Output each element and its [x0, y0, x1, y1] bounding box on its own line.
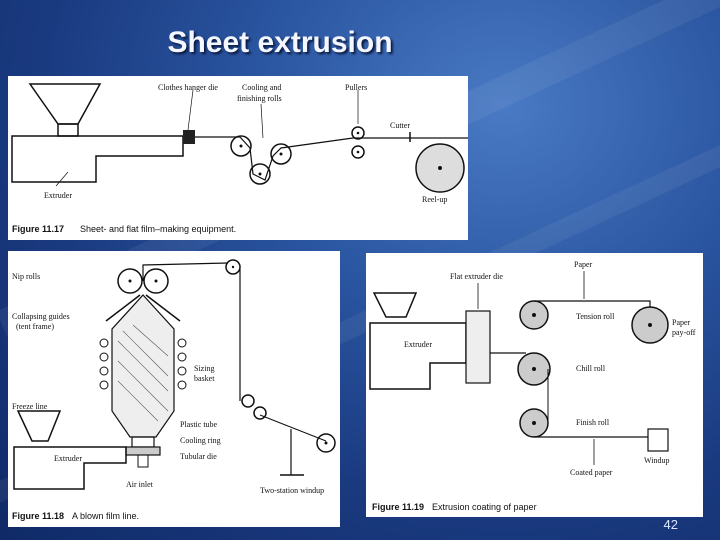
cooling-ring: [131, 436, 155, 448]
label-sizing-1: Sizing: [194, 364, 214, 373]
roll-center: [258, 172, 262, 176]
sizing-roll: [99, 366, 109, 376]
cooling-roll: [270, 143, 292, 165]
windup-arm: [259, 414, 327, 442]
air-inlet-pipe: [137, 454, 149, 468]
label-paper: Paper: [574, 260, 593, 269]
label-windup: Windup: [644, 456, 669, 465]
die-block: [183, 130, 195, 144]
roll-center: [356, 131, 360, 135]
caption-figure-number: Figure 11.19: [372, 502, 424, 512]
label-extruder: Extruder: [404, 340, 432, 349]
idler-roll: [225, 259, 241, 275]
label-reel-up: Reel-up: [422, 195, 447, 204]
label-cooling-rolls-1: Cooling and: [242, 83, 281, 92]
label-sizing-2: basket: [194, 374, 215, 383]
cooling-roll: [230, 135, 252, 157]
puller-roll: [351, 145, 365, 159]
label-plastic-tube: Plastic tube: [180, 420, 218, 429]
roll-center: [231, 265, 235, 269]
roll-center: [239, 144, 243, 148]
collapsing-guide: [145, 294, 181, 322]
nip-roll: [143, 268, 169, 294]
sheet-path: [239, 136, 468, 181]
label-tubular-die: Tubular die: [180, 452, 217, 461]
roll-center: [438, 166, 442, 170]
film-path: [142, 262, 229, 281]
label-extruder: Extruder: [54, 454, 82, 463]
roll-center: [128, 279, 132, 283]
roll-center: [532, 367, 536, 371]
bubble-hatch: [117, 324, 169, 422]
label-finish-roll: Finish roll: [576, 418, 610, 427]
label-two-station-windup: Two-station windup: [260, 486, 324, 495]
label-tension-roll: Tension roll: [576, 312, 615, 321]
roll-center: [356, 150, 360, 154]
flat-extruder-die: [465, 310, 491, 384]
leader-line: [187, 89, 194, 131]
sizing-roll: [177, 366, 187, 376]
sizing-roll: [177, 380, 187, 390]
hopper-shape: [28, 83, 102, 125]
caption-text: Extrusion coating of paper: [432, 502, 537, 512]
figure-11-18: Nip rolls Collapsing guides (tent frame)…: [8, 251, 340, 527]
puller-roll: [351, 126, 365, 140]
label-pullers: Pullers: [345, 83, 367, 92]
hopper-shape: [16, 410, 62, 442]
leader-line: [260, 103, 264, 139]
label-clothes-hanger-die: Clothes hanger die: [158, 83, 218, 92]
label-collapsing-guides-1: Collapsing guides: [12, 312, 70, 321]
label-collapsing-guides-2: (tent frame): [16, 322, 54, 331]
roll-center: [279, 152, 283, 156]
collapsing-guide: [105, 294, 141, 322]
label-coated-paper: Coated paper: [570, 468, 613, 477]
hopper-shape: [372, 292, 418, 318]
label-nip-rolls: Nip rolls: [12, 272, 40, 281]
caption-figure-number: Figure 11.17: [12, 224, 64, 234]
extruder-body: [13, 446, 127, 490]
label-paper-payoff-1: Paper: [672, 318, 691, 327]
extruder-body: [369, 322, 467, 390]
label-cutter: Cutter: [390, 121, 410, 130]
sizing-roll: [99, 380, 109, 390]
extruder-body: [11, 135, 184, 183]
sizing-roll: [177, 338, 187, 348]
roll-center: [648, 323, 652, 327]
figure-11-17: Clothes hanger die Cooling and finishing…: [8, 76, 468, 240]
caption-text: Sheet- and flat film–making equipment.: [80, 224, 236, 234]
slide-title: Sheet extrusion: [167, 26, 393, 59]
leader-line: [55, 171, 69, 187]
nip-roll: [117, 268, 143, 294]
label-cooling-ring: Cooling ring: [180, 436, 221, 445]
sizing-roll: [99, 338, 109, 348]
roll-center: [154, 279, 158, 283]
windup-roll: [316, 433, 336, 453]
figure-11-19: Flat extruder die Paper Tension roll Pap…: [366, 253, 703, 517]
label-air-inlet: Air inlet: [126, 480, 154, 489]
cooling-roll: [249, 163, 271, 185]
page-number: 42: [663, 517, 678, 532]
caption-text: A blown film line.: [72, 511, 139, 521]
roll-center: [532, 313, 536, 317]
sizing-roll: [177, 352, 187, 362]
sizing-roll: [99, 352, 109, 362]
paper-path: [534, 300, 651, 307]
tubular-die: [125, 446, 161, 456]
label-paper-payoff-2: pay-off: [672, 328, 696, 337]
label-chill-roll: Chill roll: [576, 364, 606, 373]
label-flat-extruder-die: Flat extruder die: [450, 272, 503, 281]
caption-figure-number: Figure 11.18: [12, 511, 64, 521]
roll-center: [324, 441, 328, 445]
label-cooling-rolls-2: finishing rolls: [237, 94, 282, 103]
hopper-throat: [57, 123, 79, 137]
roll-center: [532, 421, 536, 425]
label-freeze-line: Freeze line: [12, 402, 48, 411]
label-extruder: Extruder: [44, 191, 72, 200]
windup-roll: [253, 406, 267, 420]
windup-box: [647, 428, 669, 452]
windup-roll: [241, 394, 255, 408]
